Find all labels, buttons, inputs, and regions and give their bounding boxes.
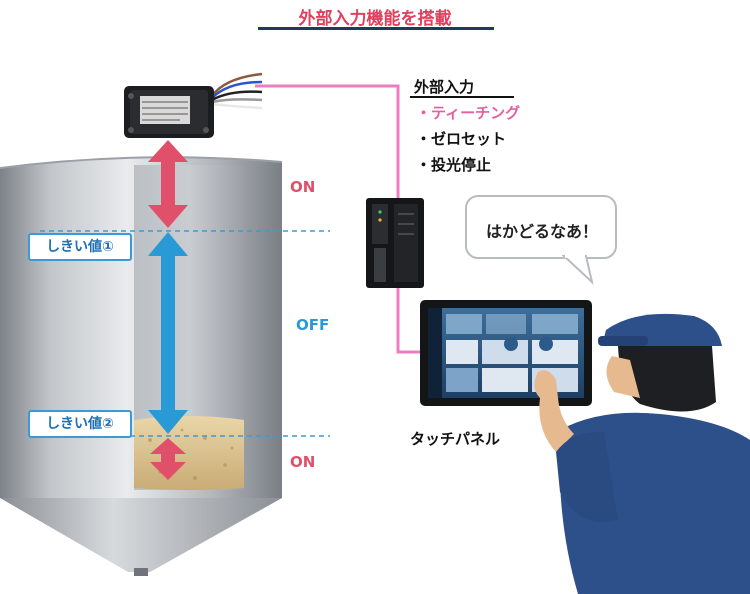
threshold-1-badge: しきい値①: [28, 233, 132, 261]
panel-cable: [396, 286, 420, 354]
laser-sensor: [124, 86, 214, 138]
external-input-emission-stop: ・投光停止: [416, 156, 492, 174]
sensor-wires: [210, 72, 263, 110]
external-input-underline: [410, 96, 514, 98]
on-arrow-bottom: [150, 438, 186, 480]
sensor-cable: [255, 84, 400, 205]
tank: [0, 156, 283, 576]
off-arrow: [148, 232, 188, 434]
external-input-heading: 外部入力: [414, 78, 475, 96]
on-arrow-top: [148, 140, 188, 228]
external-input-teaching: ・ティーチング: [416, 104, 521, 122]
threshold-2-badge: しきい値②: [28, 410, 132, 438]
worker-illustration: [534, 313, 750, 594]
material-level: [134, 416, 244, 490]
zone-middle-label: OFF: [296, 316, 330, 334]
external-input-zero-set: ・ゼロセット: [416, 130, 507, 148]
controller-unit: [366, 198, 424, 288]
title-underline: [258, 27, 494, 30]
page-title: 外部入力機能を搭載: [298, 9, 452, 29]
speech-bubble: [465, 195, 617, 285]
zone-top-label: ON: [290, 178, 316, 196]
zone-bottom-label: ON: [290, 453, 316, 471]
touch-panel-label: タッチパネル: [410, 430, 501, 448]
touch-panel: [420, 300, 592, 406]
speech-bubble-text: はかどるなあ！: [485, 222, 598, 241]
